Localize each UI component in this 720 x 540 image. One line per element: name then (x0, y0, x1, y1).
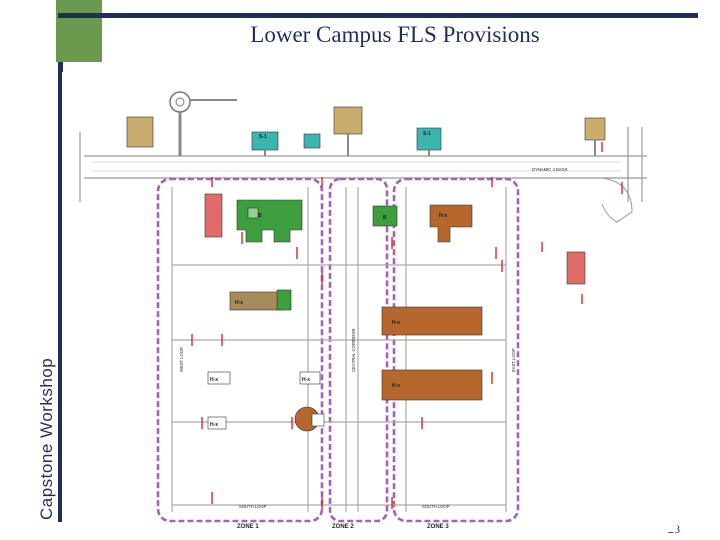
side-label-text: Capstone Workshop (37, 357, 56, 520)
top-corridor (79, 127, 647, 223)
road-label-dynamic-bags: DYNAMIC 4 BAGS (532, 167, 568, 172)
zone-labels: ZONE 1 ZONE 2 ZONE 3 (237, 524, 449, 530)
top-rule (58, 13, 698, 18)
campus-site-plan: S-1 S-1 DYNAMIC 4 BAGS SOUTH LOOP SOUTH … (62, 72, 677, 532)
side-rule (58, 62, 63, 522)
road-label-south-loop-right: SOUTH LOOP (422, 504, 450, 509)
zone-label-1: ZONE 1 (237, 524, 259, 530)
room-label-hx-7: H-x (210, 422, 218, 428)
zone-label-2: ZONE 2 (332, 524, 354, 530)
top-buildings (126, 91, 606, 156)
zone-label-3: ZONE 3 (427, 524, 449, 530)
room-label-hx-5: H-x (210, 377, 218, 383)
side-label: Capstone Workshop (37, 80, 57, 520)
room-label-hx-4: H-x (392, 383, 400, 389)
room-label-hx-3: H-x (392, 320, 400, 326)
zone-buildings (204, 193, 586, 432)
diagram-background (62, 72, 677, 532)
road-label-west-loop: WEST LOOP (179, 347, 184, 372)
room-label-hx-6: H-x (302, 377, 310, 383)
room-label-hx-1: H-x (439, 213, 447, 219)
room-label-b-right: B (383, 215, 387, 221)
building-labels: B B H-x H-x H-x H-x H-x H-x H-x (210, 213, 447, 428)
page-title: Lower Campus FLS Provisions (250, 22, 540, 47)
internal-road-grid (171, 187, 507, 512)
road-labels: SOUTH LOOP SOUTH LOOP CENTRAL CORRIDOR E… (179, 329, 516, 509)
room-label-b-left: B (258, 213, 262, 219)
corner-square-decoration (56, 0, 102, 62)
room-label-s1-left: S-1 (259, 134, 267, 140)
room-label-hx-2: H-x (235, 300, 243, 306)
road-label-central-corridor: CENTRAL CORRIDOR (351, 329, 356, 372)
room-label-s1-right: S-1 (423, 131, 431, 137)
upper-lane-lines (92, 161, 622, 172)
fire-separation-markers (191, 142, 623, 509)
road-label-east-loop: EAST LOOP (511, 348, 516, 372)
road-label-south-loop-left: SOUTH LOOP (239, 504, 267, 509)
zone-outlines (156, 177, 520, 523)
